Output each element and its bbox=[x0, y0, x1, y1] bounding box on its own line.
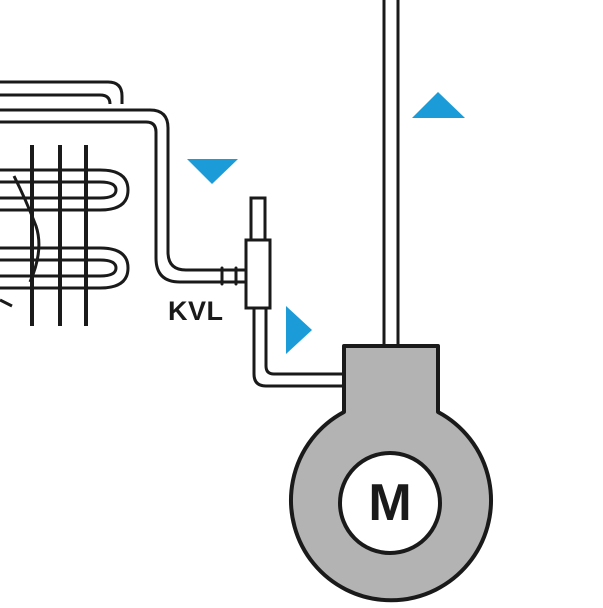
motor-circle bbox=[338, 451, 442, 555]
coil-wire-left bbox=[0, 298, 13, 308]
discharge-pipe bbox=[382, 0, 400, 348]
triangle-right-icon bbox=[286, 306, 312, 354]
triangle-down-icon bbox=[187, 159, 238, 184]
coil-wire bbox=[12, 175, 41, 283]
valve-label: KVL bbox=[168, 296, 224, 326]
coil-bend-upper-inner bbox=[0, 180, 118, 200]
compressor-suction-pipe-outer bbox=[252, 306, 348, 388]
coil-bend-lower-inner bbox=[0, 258, 118, 278]
compressor-suction-pipe-inner bbox=[264, 306, 348, 376]
motor-label: M bbox=[368, 474, 412, 532]
compressor bbox=[289, 344, 493, 603]
valve-body bbox=[244, 238, 272, 310]
valve-cap bbox=[249, 196, 267, 244]
suction-pipe bbox=[0, 108, 250, 286]
evaporator-top-tube bbox=[0, 80, 124, 104]
triangle-up-icon bbox=[412, 92, 465, 118]
kvl-valve bbox=[244, 196, 272, 310]
evaporator-coil bbox=[0, 80, 130, 326]
coil-bend-lower bbox=[0, 246, 130, 290]
suction-pipe-inner bbox=[0, 120, 250, 284]
suction-pipe-outer bbox=[0, 108, 250, 272]
compressor-suction-pipe bbox=[252, 306, 348, 388]
coil-bend-upper bbox=[0, 168, 130, 212]
evaporator-top-tube-inner bbox=[0, 93, 112, 105]
